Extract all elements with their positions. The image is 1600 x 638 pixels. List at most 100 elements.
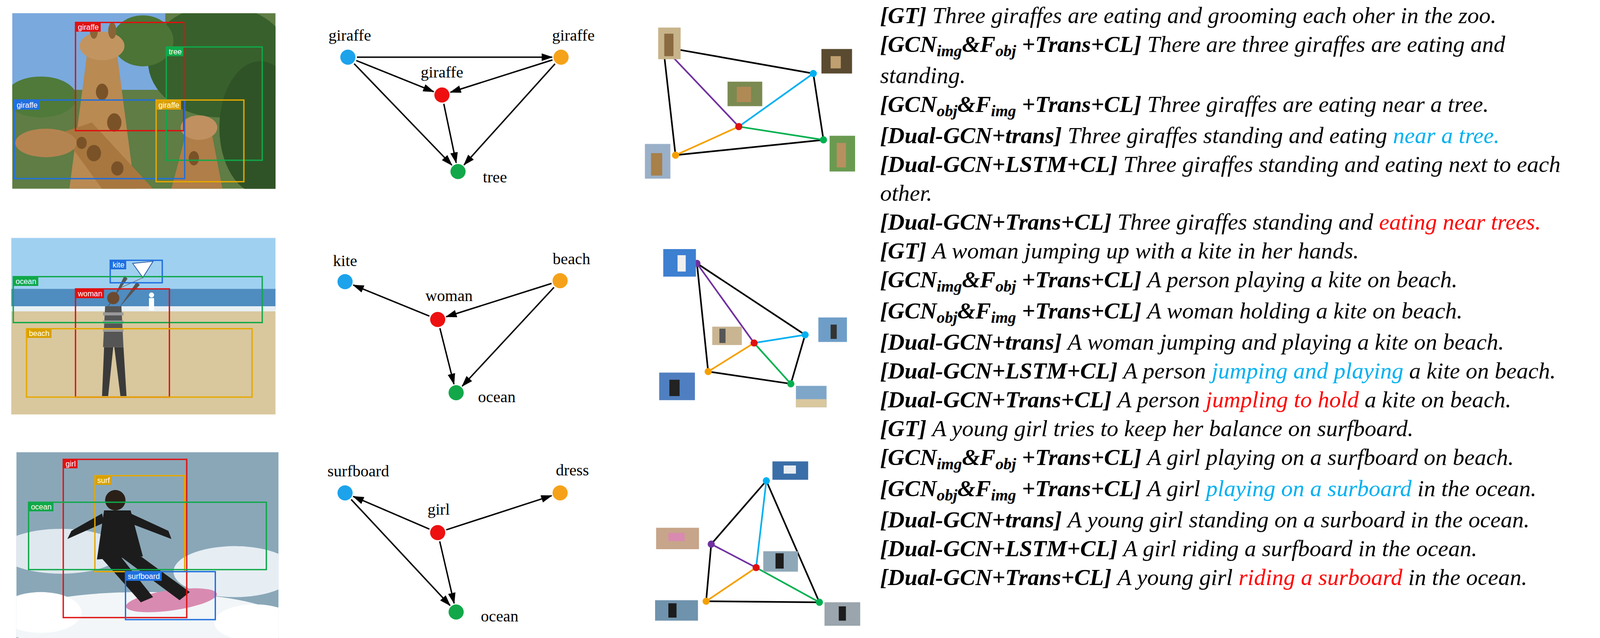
box-tag: beach <box>26 328 52 338</box>
graph-node: giraffe <box>553 49 570 66</box>
graph-edge <box>443 103 457 164</box>
node-label: dress <box>554 461 591 479</box>
caption-text: A woman jumping up with a kite in her ha… <box>932 237 1359 264</box>
caption-text: Three giraffes standing and eating <box>1067 122 1388 149</box>
method-tag: +Trans+CL] <box>1021 444 1142 471</box>
caption-line: [GCNimg&Fobj+Trans+CL]A person playing a… <box>880 265 1597 297</box>
node-dot <box>448 604 464 620</box>
caption-text: A young girl <box>1117 564 1233 591</box>
node-label: giraffe <box>419 63 465 81</box>
method-subscript: img <box>990 485 1016 504</box>
node-dot <box>553 49 569 65</box>
graph-node: giraffe <box>433 86 450 104</box>
box-tag: woman <box>76 289 105 299</box>
node-label: girl <box>425 500 451 519</box>
box-tag: girl <box>63 459 78 469</box>
box-tag: giraffe <box>14 100 40 110</box>
caption-line: [Dual-GCN+LSTM+CL]Three giraffes standin… <box>880 149 1597 208</box>
graph-node: woman <box>429 311 446 328</box>
node-circle <box>429 524 446 541</box>
node-circle <box>429 311 446 328</box>
box-tag: tree <box>166 47 184 57</box>
node-circle <box>552 484 569 502</box>
method-subscript: obj <box>936 101 958 120</box>
node-label: tree <box>481 168 509 186</box>
caption-line: [GT]A woman jumping up with a kite in he… <box>880 236 1597 266</box>
graph-edge <box>353 285 430 317</box>
node-label: ocean <box>476 388 517 406</box>
node-dot <box>448 385 464 401</box>
box-tag: surfboard <box>126 571 163 581</box>
method-tag: [Dual-GCN+trans] <box>880 328 1063 355</box>
node-label: ocean <box>479 607 520 625</box>
highlight-text: jumping and playing <box>1211 357 1404 384</box>
method-tag: +Trans+CL] <box>1021 297 1142 324</box>
caption-text: A person <box>1117 386 1201 413</box>
method-subscript: img <box>990 101 1016 120</box>
caption-text: A person playing a kite on beach. <box>1147 266 1458 293</box>
caption-line: [GCNimg&Fobj+Trans+CL]There are three gi… <box>880 29 1597 90</box>
method-subscript: img <box>936 41 962 60</box>
node-label: woman <box>423 286 475 305</box>
method-tag: [GCN <box>880 297 937 324</box>
highlight-text: jumpling to hold <box>1205 386 1359 413</box>
caption-text: A young girl standing on a surboard in t… <box>1067 506 1530 533</box>
graph-edge <box>450 60 553 93</box>
node-dot <box>337 274 353 290</box>
method-tag: [GT] <box>880 415 927 442</box>
caption-line: [GCNobj&Fimg+Trans+CL]A girlplaying on a… <box>880 474 1597 506</box>
photo-kite-beach <box>11 237 276 415</box>
graph-edge <box>356 56 553 59</box>
method-tag: [GCN <box>880 266 937 293</box>
node-circle <box>337 484 354 502</box>
node-circle <box>552 272 569 289</box>
highlight-text: near a tree. <box>1392 122 1500 149</box>
method-subscript: img <box>936 276 962 295</box>
node-label: beach <box>551 250 592 268</box>
method-tag: [Dual-GCN+Trans+CL] <box>880 386 1112 413</box>
node-circle <box>449 163 467 180</box>
caption-line: [Dual-GCN+Trans+CL]A young girlriding a … <box>880 562 1597 592</box>
caption-text: Three giraffes are eating and grooming e… <box>932 2 1497 29</box>
method-tag: [GCN <box>880 91 937 118</box>
caption-text: A girl riding a surfboard in the ocean. <box>1123 535 1478 562</box>
node-label: kite <box>331 251 359 270</box>
photo-surfing <box>16 452 279 638</box>
node-circle <box>448 384 465 401</box>
method-tag: +Trans+CL] <box>1021 475 1142 502</box>
method-subscript: obj <box>995 276 1017 295</box>
method-tag: [GCN <box>880 444 937 471</box>
method-tag: +Trans+CL] <box>1021 91 1142 118</box>
node-circle <box>337 273 354 290</box>
method-tag: [GT] <box>880 237 927 264</box>
caption-line: [Dual-GCN+LSTM+CL]A girl riding a surfbo… <box>880 534 1597 563</box>
caption-line: [Dual-GCN+LSTM+CL]A personjumping and pl… <box>880 356 1597 386</box>
graph-node: surfboard <box>337 484 354 502</box>
highlight-text: playing on a surboard <box>1205 475 1412 502</box>
node-label: surfboard <box>326 462 391 480</box>
graph-node: beach <box>552 272 569 289</box>
caption-text: A woman holding a kite on beach. <box>1147 297 1463 324</box>
node-circle <box>553 49 570 66</box>
box-tag: kite <box>110 260 127 270</box>
caption-text: a kite on beach. <box>1364 386 1512 413</box>
box-tag: ocean <box>13 276 39 286</box>
method-tag: &F <box>957 91 992 118</box>
graph-edge <box>464 63 556 165</box>
node-dot <box>450 164 466 180</box>
box-tag: giraffe <box>156 100 182 110</box>
node-dot <box>552 273 568 289</box>
method-tag: [Dual-GCN+LSTM+CL] <box>880 151 1118 178</box>
method-tag: [Dual-GCN+LSTM+CL] <box>880 535 1118 562</box>
caption-text: Three giraffes standing and <box>1117 208 1374 235</box>
node-dot <box>552 485 568 501</box>
method-tag: [GCN <box>880 31 937 58</box>
caption-text: A young girl tries to keep her balance o… <box>932 415 1414 442</box>
method-tag: +Trans+CL] <box>1021 266 1142 293</box>
caption-line: [Dual-GCN+trans]A young girl standing on… <box>880 505 1597 535</box>
caption-text: in the ocean. <box>1408 564 1528 591</box>
node-dot <box>430 311 446 328</box>
graph-edge <box>439 541 454 604</box>
method-subscript: img <box>936 454 962 473</box>
